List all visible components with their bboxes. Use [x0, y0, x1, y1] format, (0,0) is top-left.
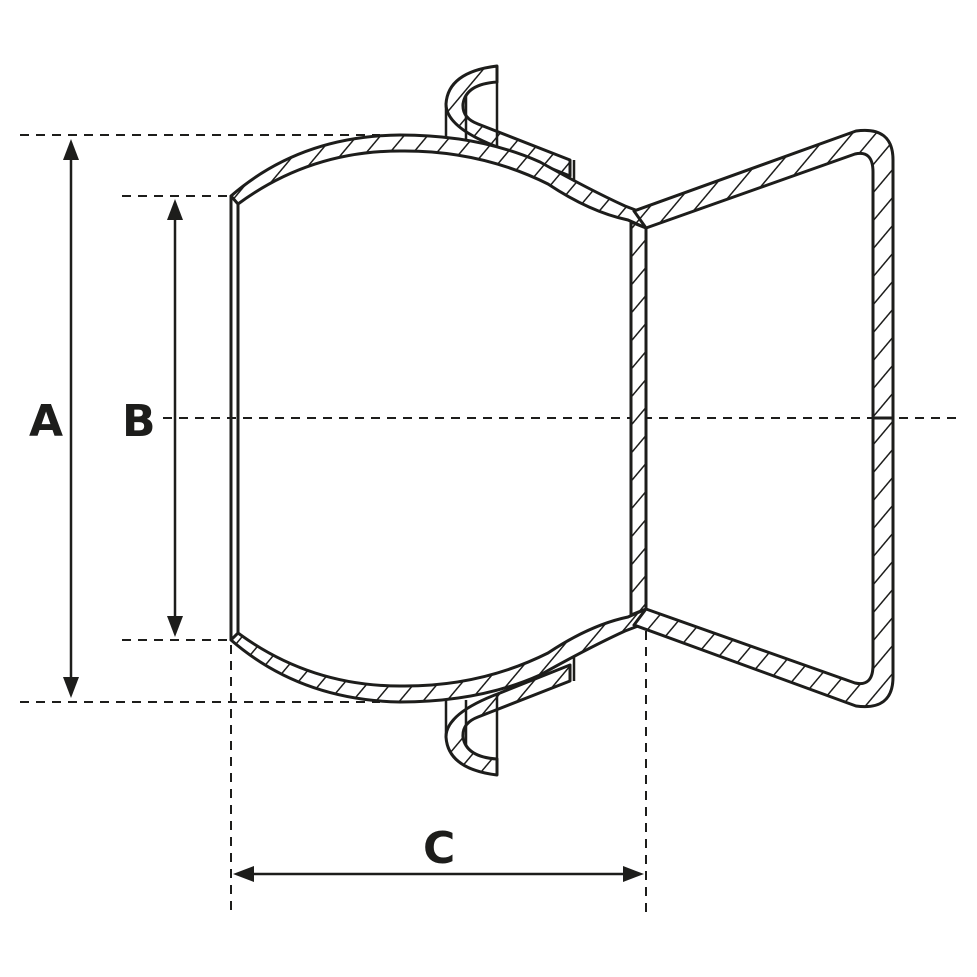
top-clip — [444, 64, 576, 186]
flare-bottom-wall — [632, 416, 895, 709]
dimension-a-label: A — [29, 396, 64, 447]
dimension-b-label: B — [122, 396, 156, 447]
dimension-c-arrow — [233, 866, 644, 882]
flare-top-wall — [632, 128, 895, 422]
ball-top-wall — [229, 133, 648, 230]
bottom-clip — [444, 652, 576, 777]
dimension-a-arrow — [63, 139, 79, 698]
ball-bottom-wall — [229, 607, 648, 704]
dimension-b-arrow — [167, 199, 183, 637]
extension-lines — [20, 134, 960, 915]
neck-wall — [629, 220, 648, 617]
dimension-c-label: C — [423, 823, 456, 874]
